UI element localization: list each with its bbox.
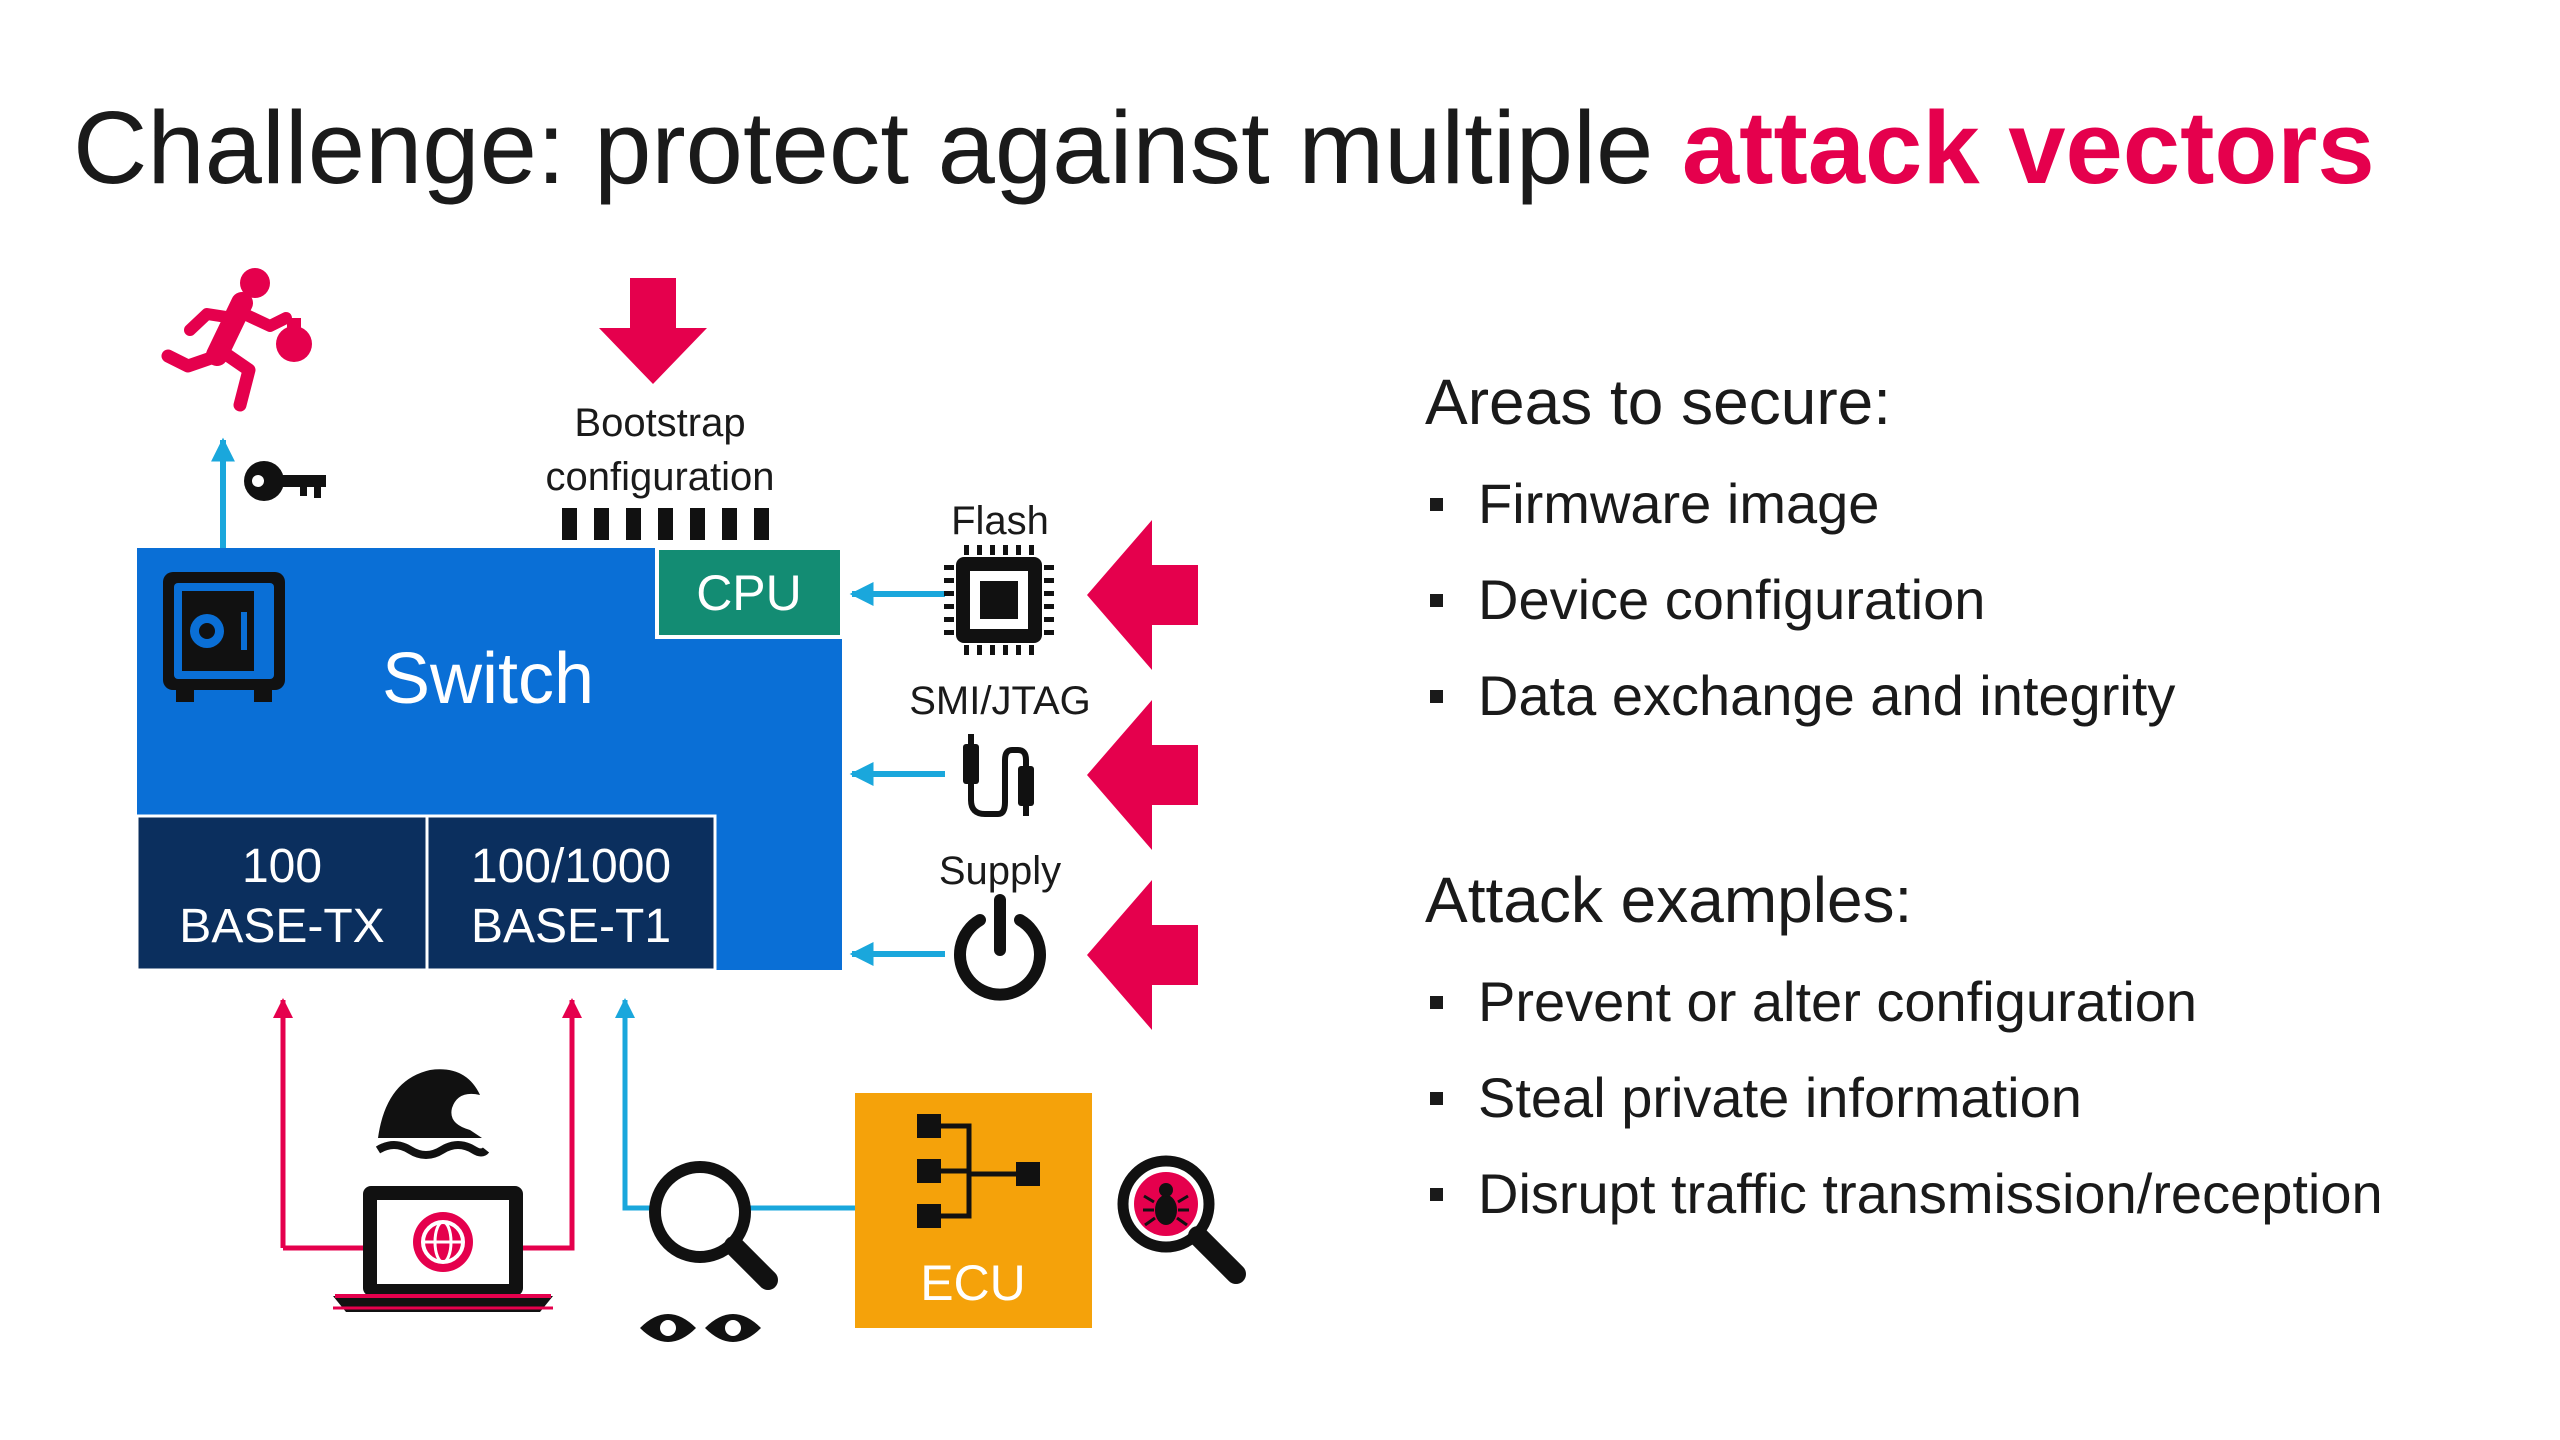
safe-icon bbox=[163, 572, 285, 702]
thief-icon bbox=[161, 268, 312, 412]
title-prefix: Challenge: protect against multiple bbox=[73, 90, 1682, 205]
port1-line2: BASE-TX bbox=[179, 900, 384, 953]
ecu-tree-icon bbox=[917, 1114, 1040, 1228]
bug-magnifier-icon bbox=[1117, 1155, 1246, 1284]
cpu-label: CPU bbox=[696, 565, 802, 621]
list-item: Device configuration bbox=[1425, 552, 2175, 648]
key-icon bbox=[244, 461, 326, 501]
power-icon bbox=[954, 894, 1046, 1001]
title-accent: attack vectors bbox=[1681, 90, 2375, 205]
eyes-icon bbox=[640, 1314, 761, 1342]
supply-label: Supply bbox=[939, 849, 1061, 893]
bootstrap-line1: Bootstrap bbox=[574, 401, 745, 445]
list-item: Steal private information bbox=[1425, 1050, 2383, 1146]
cable-icon bbox=[963, 734, 1034, 817]
ecu-label: ECU bbox=[920, 1255, 1026, 1311]
list-item: Disrupt traffic transmission/reception bbox=[1425, 1146, 2383, 1242]
slide-title: Challenge: protect against multiple atta… bbox=[73, 88, 2375, 208]
bootstrap-pins bbox=[562, 508, 769, 540]
wave-icon bbox=[375, 1069, 490, 1159]
port1-line1: 100 bbox=[242, 840, 322, 893]
smi-attack-arrow-icon bbox=[1087, 700, 1198, 850]
supply-attack-arrow-icon bbox=[1087, 880, 1198, 1030]
port2-line2: BASE-T1 bbox=[471, 900, 671, 953]
flash-label: Flash bbox=[951, 499, 1049, 543]
areas-heading: Areas to secure: bbox=[1425, 366, 1891, 438]
areas-section: Areas to secure: Firmware image Device c… bbox=[1425, 362, 2175, 744]
cpu-block bbox=[655, 546, 844, 639]
port-100-1000base-t1 bbox=[425, 814, 717, 972]
switch-label: Switch bbox=[382, 639, 594, 719]
list-item: Prevent or alter configuration bbox=[1425, 954, 2383, 1050]
laptop-globe-icon bbox=[333, 1186, 553, 1312]
ecu-block bbox=[855, 1093, 1092, 1328]
magnifier-icon bbox=[649, 1161, 778, 1290]
list-item: Firmware image bbox=[1425, 456, 2175, 552]
attacks-heading: Attack examples: bbox=[1425, 864, 1913, 936]
bootstrap-arrow-icon bbox=[599, 278, 707, 384]
bootstrap-line2: configuration bbox=[545, 455, 774, 499]
list-item: Data exchange and integrity bbox=[1425, 648, 2175, 744]
port2-line1: 100/1000 bbox=[471, 840, 671, 893]
areas-list: Firmware image Device configuration Data… bbox=[1425, 456, 2175, 744]
smi-label: SMI/JTAG bbox=[909, 679, 1090, 723]
attacks-list: Prevent or alter configuration Steal pri… bbox=[1425, 954, 2383, 1242]
attacks-section: Attack examples: Prevent or alter config… bbox=[1425, 860, 2383, 1242]
flash-attack-arrow-icon bbox=[1087, 520, 1198, 670]
chip-icon bbox=[944, 545, 1054, 655]
